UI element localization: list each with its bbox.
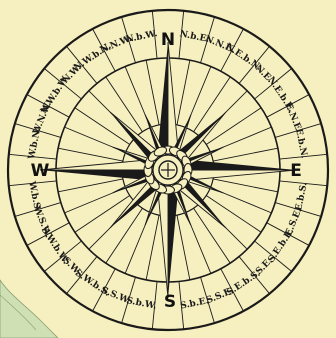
ray-line xyxy=(106,208,143,263)
point-label: S.E.b.E. xyxy=(267,227,297,265)
ray-line xyxy=(75,108,130,145)
ray-line xyxy=(213,148,278,161)
point-label: S.b.E. xyxy=(180,296,210,311)
cardinal-north: N xyxy=(161,30,175,50)
ray-line xyxy=(177,60,190,125)
ray-line xyxy=(213,179,278,192)
point-label: E.b.N. xyxy=(293,128,309,160)
point-label: W.b.S. xyxy=(26,180,42,213)
ray-line xyxy=(146,215,159,280)
ray-line xyxy=(146,60,159,125)
point-label: S.S.E. xyxy=(205,286,235,306)
ray-line xyxy=(58,148,123,161)
ray-line xyxy=(177,215,190,280)
cardinal-east: E xyxy=(290,161,302,181)
ray-line xyxy=(58,179,123,192)
cardinal-south: S xyxy=(164,292,176,312)
cardinal-west: W xyxy=(31,161,50,181)
ray-line xyxy=(206,196,261,233)
point-label: N.b.W. xyxy=(125,29,158,45)
land-fragment xyxy=(0,280,58,338)
point-label: E.b.S. xyxy=(294,182,309,212)
ray-line xyxy=(194,77,231,132)
